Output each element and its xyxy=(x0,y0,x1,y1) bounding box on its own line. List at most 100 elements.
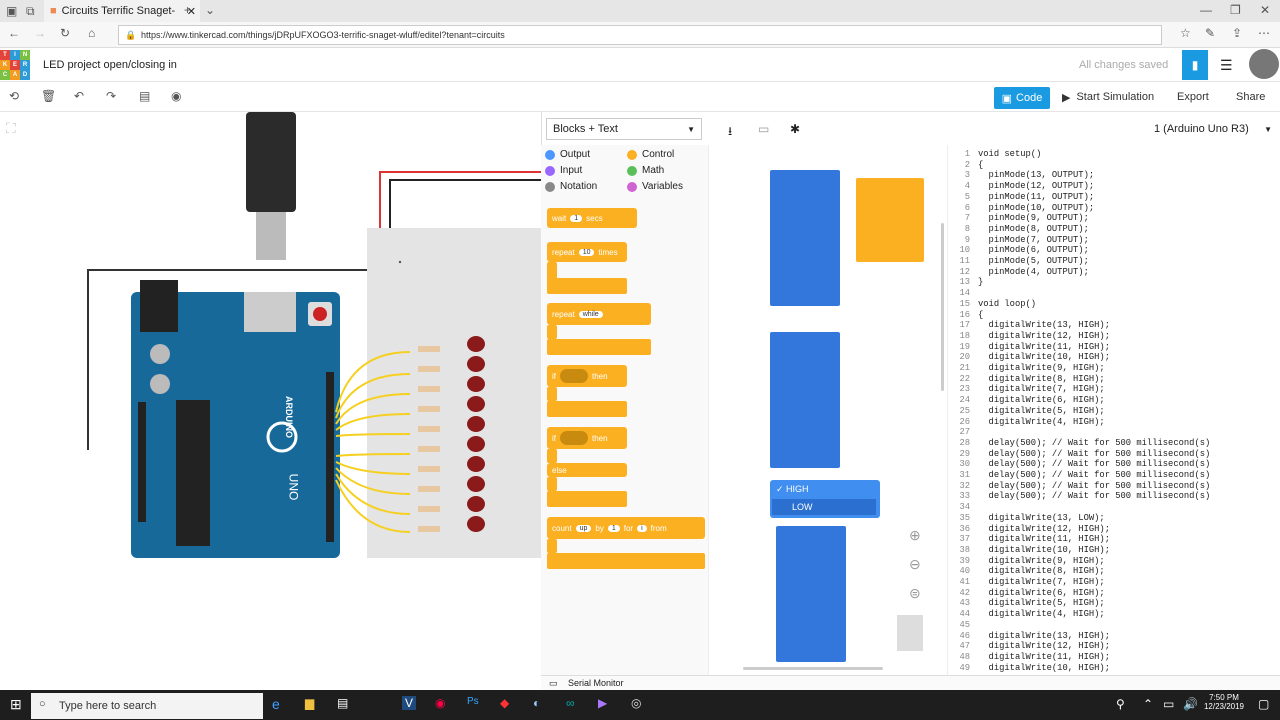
code-line[interactable]: 40 digitalWrite(8, HIGH); xyxy=(948,566,1104,577)
code-line[interactable]: 43 digitalWrite(5, HIGH); xyxy=(948,598,1104,609)
code-line[interactable]: 27 xyxy=(948,427,978,438)
rotate-icon[interactable]: ⟲ xyxy=(9,89,20,103)
code-line[interactable]: 49 digitalWrite(10, HIGH); xyxy=(948,663,1110,674)
category-math[interactable]: Math xyxy=(627,165,664,176)
code-mode-select[interactable]: Blocks + Text ▼ xyxy=(546,118,702,140)
code-line[interactable]: 41 digitalWrite(7, HIGH); xyxy=(948,577,1104,588)
zoom-out-icon[interactable]: ⊖ xyxy=(909,556,921,572)
app-v-icon[interactable]: V xyxy=(402,696,417,710)
clock[interactable]: 7:50 PM 12/23/2019 xyxy=(1200,693,1248,711)
chevron-down-icon[interactable]: ⌄ xyxy=(205,3,216,17)
code-line[interactable]: 20 digitalWrite(10, HIGH); xyxy=(948,352,1110,363)
photoshop-icon[interactable]: Ps xyxy=(467,696,479,707)
pen-icon[interactable]: ✎ xyxy=(1205,26,1216,40)
refresh-icon[interactable]: ↻ xyxy=(60,26,71,40)
network-icon[interactable]: ▭ xyxy=(1163,697,1175,711)
window-menu-icon[interactable]: ▣ xyxy=(6,4,18,18)
avatar[interactable] xyxy=(1249,49,1279,79)
download-icon[interactable]: ⭳ xyxy=(728,124,733,138)
notes-icon[interactable]: ▤ xyxy=(139,89,151,103)
category-output[interactable]: Output xyxy=(545,149,590,160)
app-circle-icon[interactable]: ◎ xyxy=(631,696,642,710)
code-line[interactable]: 29 delay(500); // Wait for 500 milliseco… xyxy=(948,449,1210,460)
people-icon[interactable]: ⚲ xyxy=(1116,697,1125,711)
code-line[interactable]: 35 digitalWrite(13, LOW); xyxy=(948,513,1104,524)
category-control[interactable]: Control xyxy=(627,149,674,160)
code-line[interactable]: 38 digitalWrite(10, HIGH); xyxy=(948,545,1110,556)
share-icon[interactable]: ⇪ xyxy=(1232,26,1243,40)
set-pin-block-stack[interactable] xyxy=(770,170,840,306)
code-line[interactable]: 32 delay(500); // Wait for 500 milliseco… xyxy=(948,481,1210,492)
circuit-view-button[interactable]: ▮ xyxy=(1182,50,1208,80)
code-line[interactable]: 23 digitalWrite(7, HIGH); xyxy=(948,384,1104,395)
pin-value-dropdown[interactable]: ✓ HIGH LOW xyxy=(770,480,880,518)
code-line[interactable]: 19 digitalWrite(11, HIGH); xyxy=(948,342,1110,353)
wait-block-stack[interactable] xyxy=(856,178,924,262)
trash-icon[interactable] xyxy=(897,615,923,651)
components-list-icon[interactable]: ☰ xyxy=(1220,57,1233,73)
visual-studio-icon[interactable]: ▶ xyxy=(598,696,608,710)
code-line[interactable]: 6 pinMode(10, OUTPUT); xyxy=(948,203,1094,214)
code-line[interactable]: 8 pinMode(8, OUTPUT); xyxy=(948,224,1089,235)
tab-preview-icon[interactable]: ⧉ xyxy=(26,4,35,18)
home-icon[interactable]: ⌂ xyxy=(88,26,96,40)
code-line[interactable]: 46 digitalWrite(13, HIGH); xyxy=(948,631,1110,642)
app-red-icon[interactable]: ◆ xyxy=(500,696,510,710)
code-line[interactable]: 22 digitalWrite(8, HIGH); xyxy=(948,374,1104,385)
code-line[interactable]: 21 digitalWrite(9, HIGH); xyxy=(948,363,1104,374)
code-line[interactable]: 28 delay(500); // Wait for 500 milliseco… xyxy=(948,438,1210,449)
favorites-icon[interactable]: ☆ xyxy=(1180,26,1191,40)
code-line[interactable]: 39 digitalWrite(9, HIGH); xyxy=(948,556,1104,567)
code-line[interactable]: 48 digitalWrite(11, HIGH); xyxy=(948,652,1110,663)
zoom-in-icon[interactable]: ⊕ xyxy=(909,527,921,543)
device-select[interactable]: 1 (Arduino Uno R3) ▼ xyxy=(1154,118,1272,140)
code-line[interactable]: 12 pinMode(4, OUTPUT); xyxy=(948,267,1088,278)
category-input[interactable]: Input xyxy=(545,165,582,176)
browser-tab[interactable]: ■ Circuits Terrific Snaget- ✕ xyxy=(44,0,200,22)
code-line[interactable]: 42 digitalWrite(6, HIGH); xyxy=(948,588,1104,599)
edge-icon[interactable]: e xyxy=(272,696,280,712)
code-line[interactable]: 16{ xyxy=(948,310,983,321)
code-line[interactable]: 4 pinMode(12, OUTPUT); xyxy=(948,181,1094,192)
code-line[interactable]: 33 delay(500); // Wait for 500 milliseco… xyxy=(948,491,1210,502)
code-line[interactable]: 44 digitalWrite(4, HIGH); xyxy=(948,609,1104,620)
arduino-icon[interactable]: ∞ xyxy=(566,696,575,710)
minimize-icon[interactable]: — xyxy=(1200,3,1212,17)
project-title[interactable]: LED project open/closing in xyxy=(43,59,177,71)
code-line[interactable]: 17 digitalWrite(13, HIGH); xyxy=(948,320,1110,331)
maximize-icon[interactable]: ❐ xyxy=(1230,3,1241,17)
code-button[interactable]: ▣Code xyxy=(994,87,1050,109)
taskbar-search[interactable]: ○ Type here to search xyxy=(31,693,263,719)
back-icon[interactable]: ← xyxy=(8,26,20,40)
code-line[interactable]: 18 digitalWrite(12, HIGH); xyxy=(948,331,1110,342)
export-button[interactable]: Export xyxy=(1177,91,1209,103)
notifications-icon[interactable]: ▢ xyxy=(1258,697,1270,711)
code-line[interactable]: 3 pinMode(13, OUTPUT); xyxy=(948,170,1094,181)
code-line[interactable]: 10 pinMode(6, OUTPUT); xyxy=(948,245,1088,256)
code-line[interactable]: 36 digitalWrite(12, HIGH); xyxy=(948,524,1110,535)
horizontal-scrollbar[interactable] xyxy=(743,667,883,670)
windows-start-icon[interactable]: ⊞ xyxy=(10,696,22,712)
code-line[interactable]: 25 digitalWrite(5, HIGH); xyxy=(948,406,1104,417)
block-workspace[interactable]: ⊕ ⊖ ⊜ xyxy=(708,145,947,675)
category-notation[interactable]: Notation xyxy=(545,181,597,192)
url-field[interactable]: 🔒 https://www.tinkercad.com/things/jDRpU… xyxy=(118,25,1162,45)
set-pin-block-stack[interactable] xyxy=(776,526,846,662)
store-icon[interactable]: ▤ xyxy=(337,696,349,710)
dropdown-option-low[interactable]: LOW xyxy=(772,499,876,515)
delete-icon[interactable]: 🗑 xyxy=(41,89,57,103)
new-tab-icon[interactable]: + xyxy=(184,3,192,17)
file-explorer-icon[interactable]: ▆ xyxy=(305,696,315,710)
code-line[interactable]: 24 digitalWrite(6, HIGH); xyxy=(948,395,1104,406)
code-line[interactable]: 31 delay(500); // Wait for 500 milliseco… xyxy=(948,470,1210,481)
code-line[interactable]: 26 digitalWrite(4, HIGH); xyxy=(948,417,1104,428)
share-button[interactable]: Share xyxy=(1236,91,1266,103)
debugger-bug-icon[interactable]: ✱ xyxy=(790,122,801,136)
code-line[interactable]: 34 xyxy=(948,502,978,513)
